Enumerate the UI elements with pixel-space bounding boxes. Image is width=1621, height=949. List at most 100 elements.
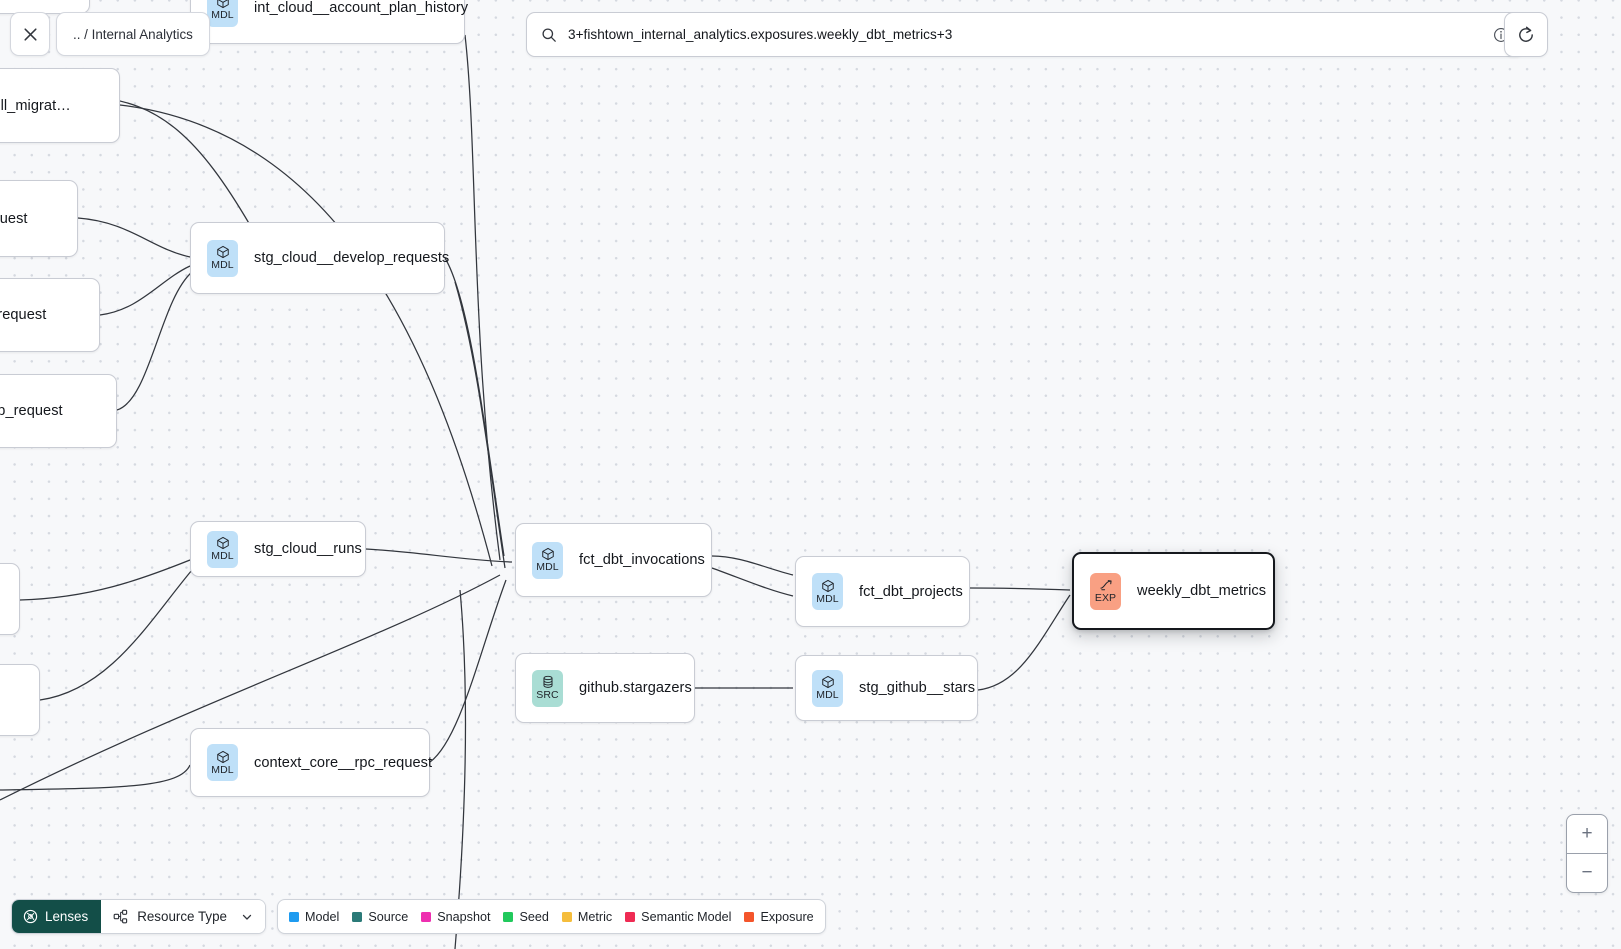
legend-swatch [421,911,432,922]
graph-node-left_run[interactable]: MDL.run [0,664,40,736]
legend-item[interactable]: Snapshot [421,910,490,924]
graph-node-fct_dbt_projects[interactable]: MDL fct_dbt_projects [795,556,970,627]
graph-node-develop_request[interactable]: MDLdevelop_request [0,374,117,448]
close-icon [23,27,37,41]
lens-icon [23,909,38,924]
breadcrumb[interactable]: .. / Internal Analytics [56,12,210,56]
graph-node-stg_github_stars[interactable]: MDL stg_github__stars [795,655,978,721]
graph-edge [0,764,191,791]
legend-item[interactable]: Semantic Model [625,910,731,924]
legend-swatch [625,911,636,922]
graph-node-fct_dbt_invocations[interactable]: MDL fct_dbt_invocations [515,523,712,597]
refresh-icon [1519,26,1533,42]
graph-node-op_request[interactable]: MDLop_request [0,180,78,257]
legend-item[interactable]: Seed [503,909,549,924]
breadcrumb-label: .. / Internal Analytics [73,26,193,42]
cube-icon [216,750,229,763]
node-label: develop_request [0,403,63,419]
graph-node-weekly_dbt_metrics[interactable]: EXP weekly_dbt_metrics [1072,552,1275,630]
legend-label: Snapshot [437,909,491,924]
node-type-badge-mdl: MDL [207,744,238,781]
legend-item[interactable]: Exposure [744,909,814,924]
resource-type-legend: Model Source Snapshot Seed Metric Semantic Mo… [277,899,826,934]
graph-edge [365,548,513,563]
graph-edge [454,281,506,569]
graph-edge [77,217,191,258]
search-bar[interactable]: 3+fishtown_internal_analytics.exposures.… [526,12,1524,57]
graph-edge [39,569,193,701]
legend-swatch [503,911,514,922]
node-label: stg_github__stars [859,680,976,696]
search-input[interactable]: 3+fishtown_internal_analytics.exposures.… [568,27,953,42]
lenses-label: Lenses [45,909,89,924]
graph-edge [19,559,191,601]
graph-edge [977,594,1071,691]
node-type-badge-mdl: MDL [532,541,563,579]
legend-label: Metric [577,909,613,924]
node-label: stg_cloud__runs [254,541,362,557]
zoom-out-button[interactable]: − [1581,862,1593,883]
node-label: weekly_dbt_metrics [1137,583,1267,599]
legend-item[interactable]: Metric [561,909,613,924]
cube-icon [216,536,229,550]
chevron-down-icon [241,911,253,923]
legend-label: Source [368,909,409,924]
node-label: snapshot_daily [0,0,52,1]
legend-label: Exposure [760,909,814,924]
cube-icon [541,547,554,561]
exposure-chart-icon [1099,580,1112,591]
cube-icon [216,0,229,9]
cube-icon [216,245,229,259]
graph-node-left_n[interactable]: MDLn [0,563,20,635]
cube-icon [821,579,834,592]
graph-node-velop_request[interactable]: MDLvelop_request [0,278,100,352]
node-label: op_request [0,210,28,227]
node-type-badge-mdl: MDL [207,0,238,27]
node-type-badge-mdl: MDL [812,573,843,610]
legend-label: Semantic Model [641,909,732,924]
refresh-button[interactable] [1504,12,1548,57]
search-icon [542,27,556,42]
lenses-button[interactable]: Lenses [12,900,102,933]
legend-swatch [561,911,572,922]
node-label: stg_cloud__develop_requests [254,250,450,266]
zoom-in-button[interactable]: + [1567,815,1607,854]
bottom-toolbar: Lenses Resource Type Model Source Snapshot… [11,899,826,934]
graph-edge [429,579,507,763]
legend-item[interactable]: Model [289,910,339,924]
lenses-group: Lenses Resource Type [11,899,267,934]
legend-label: Model [305,909,340,924]
zoom-controls: + − [1566,814,1608,893]
node-label: fct_dbt_invocations [579,552,705,568]
graph-edge [969,587,1071,591]
database-icon [542,675,553,688]
graph-edge [116,271,193,411]
graph-node-context_core_rpc_request[interactable]: MDL context_core__rpc_request [190,728,433,797]
graph-node-multicell_migrat[interactable]: MDLmulticell_migrat… [0,68,120,143]
cube-icon [821,675,834,689]
node-label: context_core__rpc_request [254,754,433,771]
graph-node-stg_cloud_runs[interactable]: MDL stg_cloud__runs [190,521,366,577]
graph-edge [444,257,505,557]
legend-label: Seed [519,909,549,924]
node-type-badge-exp: EXP [1090,572,1121,610]
graph-edge [99,265,191,316]
close-button[interactable] [10,12,50,56]
node-label: fct_dbt_projects [859,583,963,600]
graph-edge [119,104,493,567]
legend-item[interactable]: Source [352,910,408,924]
node-type-badge-mdl: MDL [207,530,238,568]
node-label: github.stargazers [579,680,692,696]
graph-edge [711,567,794,597]
resource-type-button[interactable]: Resource Type [101,900,266,933]
legend-swatch [352,911,363,922]
graph-edge [464,34,501,561]
hierarchy-icon [113,909,128,923]
node-type-badge-mdl: MDL [812,669,843,707]
node-label: multicell_migrat… [0,97,71,114]
